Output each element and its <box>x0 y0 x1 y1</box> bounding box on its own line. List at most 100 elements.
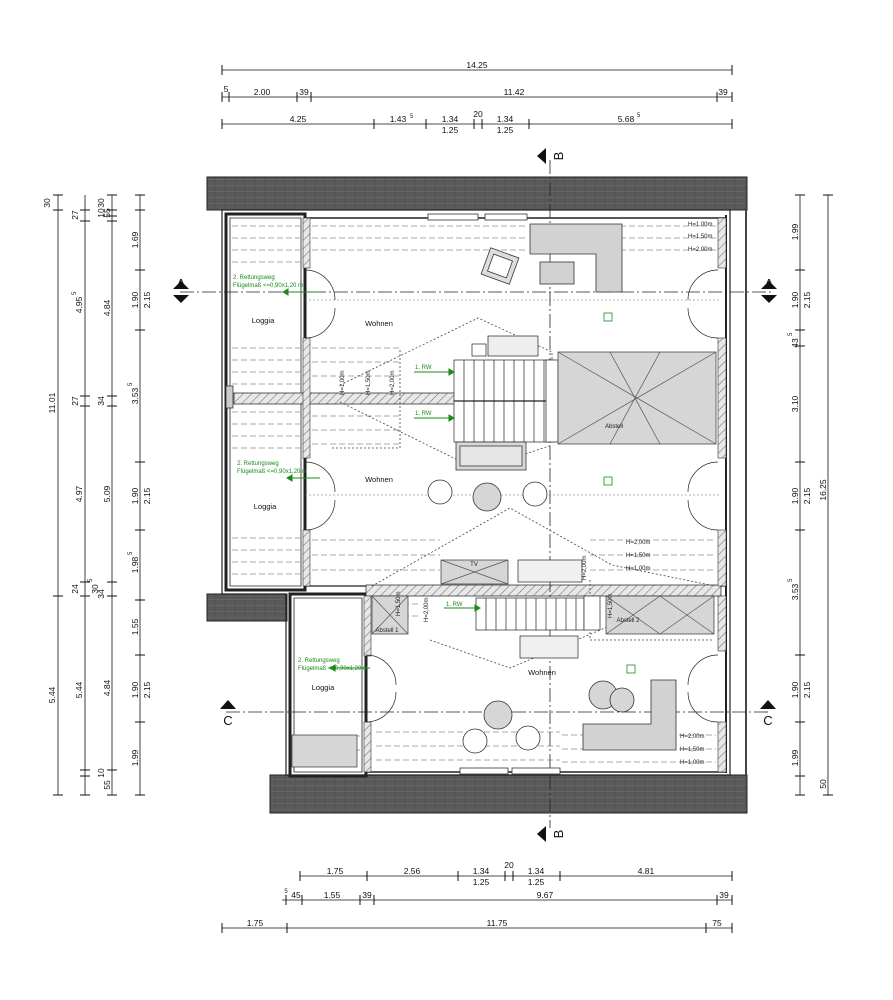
dim-left-c3-8: 34 <box>96 589 106 599</box>
section-b-bottom-marker <box>537 826 546 842</box>
dim-right-12: 1.99 <box>790 749 800 766</box>
dim-bot-r2-3: 39 <box>362 890 372 900</box>
dim-bot-r2-4: 9.67 <box>537 890 554 900</box>
dim-left-c3-0: 30 <box>96 198 106 208</box>
escape-note-2-line1: 2. Rettungsweg <box>237 461 279 467</box>
section-a-right-label: A <box>765 276 774 291</box>
escape-note-1-line1: 2. Rettungsweg <box>233 275 275 281</box>
dim-bot-r1-1: 2.56 <box>404 866 421 876</box>
section-c-right-label: C <box>763 713 772 728</box>
escape-arrows <box>282 288 481 672</box>
height-200-mid: H=2,00m <box>626 540 651 546</box>
right-dimension-chains <box>795 194 833 796</box>
lower-staircase <box>475 559 601 659</box>
dim-top-r2-1: 2.00 <box>254 87 271 97</box>
dim-bot-r2-2: 1.55 <box>324 890 341 900</box>
dim-left-c4-3: 3.53 <box>130 387 140 404</box>
section-c-left-label: C <box>223 713 232 728</box>
bottom-dimension-chains <box>221 871 733 933</box>
height-150-right: H=1,50m <box>608 593 614 618</box>
storage-areas <box>291 351 717 768</box>
dim-left-c2-7: 10 <box>96 768 106 778</box>
dim-bot-r3-2: 75 <box>712 918 722 928</box>
dim-bot-r2-5: 39 <box>719 890 729 900</box>
dim-top-r3-0: 4.25 <box>290 114 307 124</box>
dim-left-c3-7: 5 <box>88 578 94 582</box>
left-dimension-labels: 30 11.01 5.44 27 4.95 5 27 4.97 24 5.44 … <box>42 198 152 790</box>
section-c-right-marker <box>760 700 776 709</box>
dim-left-c3-2: 55 <box>102 208 112 218</box>
dim-top-r3-7: 1.25 <box>497 125 514 135</box>
room-label-abstell-2: Abstell 2 <box>616 618 640 624</box>
height-200-left: H=2,00m <box>390 370 396 395</box>
dim-right-5: 3.10 <box>790 395 800 412</box>
dim-right-1: 1.90 <box>790 291 800 308</box>
room-label-abstell-1: Abstell 1 <box>375 628 399 634</box>
dim-left-c2-6: 5.44 <box>74 681 84 698</box>
room-label-loggia-2: Loggia <box>254 502 277 511</box>
height-100-left: H=1,00m <box>340 370 346 395</box>
section-c-left-marker <box>220 700 236 709</box>
dim-right-10: 1.90 <box>790 681 800 698</box>
escape-note-1-line2: Flügelmaß <=0,90x1,20 m <box>233 283 303 289</box>
dim-left-c4-1: 1.90 <box>130 291 140 308</box>
dim-left-outer-2: 5.44 <box>47 686 57 703</box>
dim-right-overall: 16.25 <box>818 479 828 501</box>
room-label-wohnen-2: Wohnen <box>365 475 393 484</box>
section-b-bottom-label: B <box>551 830 566 839</box>
dim-left-outer-0: 30 <box>42 198 52 208</box>
tv-label: TV <box>470 562 478 568</box>
dim-left-c4-12: 1.99 <box>130 749 140 766</box>
dim-right-0: 1.99 <box>790 223 800 240</box>
dim-bot-r3-1: 11.75 <box>487 918 508 928</box>
dim-right-2: 2.15 <box>802 291 812 308</box>
dim-right-4: 5 <box>788 332 794 336</box>
left-dimension-chains <box>53 194 145 796</box>
dim-left-c2-8: 55 <box>102 780 112 790</box>
dim-left-c2-5: 24 <box>70 584 80 594</box>
room-label-loggia-3: Loggia <box>312 683 335 692</box>
height-150-bot: H=1,50m <box>680 747 705 753</box>
dim-left-outer-1: 11.01 <box>47 392 57 413</box>
height-200-top: H=2,00m <box>688 247 713 253</box>
dim-left-c2-3: 27 <box>70 396 80 406</box>
rw-label-1: 1. RW <box>415 365 432 371</box>
height-200-lower: H=2,00m <box>424 597 430 622</box>
dim-right-9: 5 <box>788 578 794 582</box>
dim-right-11: 2.15 <box>802 681 812 698</box>
dim-top-r3-3: 1.34 <box>442 114 459 124</box>
dim-right-7: 2.15 <box>802 487 812 504</box>
dim-bot-r1-6: 1.25 <box>528 877 545 887</box>
section-a-left-marker <box>173 281 189 289</box>
section-markers <box>173 148 777 842</box>
height-150-mid: H=1,50m <box>626 553 651 559</box>
dim-bot-r1-3: 1.25 <box>473 877 490 887</box>
upper-staircase <box>453 335 559 471</box>
dim-top-r2-4: 39 <box>718 87 728 97</box>
dim-top-r3-4: 1.25 <box>442 125 459 135</box>
dim-left-c3-4: 34 <box>96 396 106 406</box>
escape-note-3-line1: 2. Rettungsweg <box>298 658 340 664</box>
room-label-wohnen-1: Wohnen <box>365 319 393 328</box>
dim-bot-r2-1: 45 <box>291 890 301 900</box>
knee-walls <box>302 217 727 773</box>
dim-top-r2-2: 39 <box>299 87 309 97</box>
top-dimension-chains <box>221 65 733 129</box>
dim-left-c3-1: 10 <box>96 208 106 218</box>
dim-left-c3-5: 5.09 <box>102 485 112 502</box>
dim-left-c4-6: 2.15 <box>142 487 152 504</box>
dim-bot-r2-0: 5 <box>284 889 288 895</box>
smoke-detectors <box>603 312 636 674</box>
dim-left-c4-2: 2.15 <box>142 291 152 308</box>
dim-bot-r1-0: 1.75 <box>327 866 344 876</box>
height-annotations: H=1,00m H=1,50m H=2,00m H=2,00m H=1,50m … <box>340 222 713 766</box>
height-150-top: H=1,50m <box>688 234 713 240</box>
dim-left-c4-11: 2.15 <box>142 681 152 698</box>
dim-left-c3-6: 30 <box>90 584 100 594</box>
height-150-left: H=1,50m <box>366 370 372 395</box>
dim-bot-r1-4: 20 <box>504 860 514 870</box>
dim-top-r3-2: 5 <box>410 114 414 120</box>
dim-top-r3-8: 5.68 <box>618 114 635 124</box>
